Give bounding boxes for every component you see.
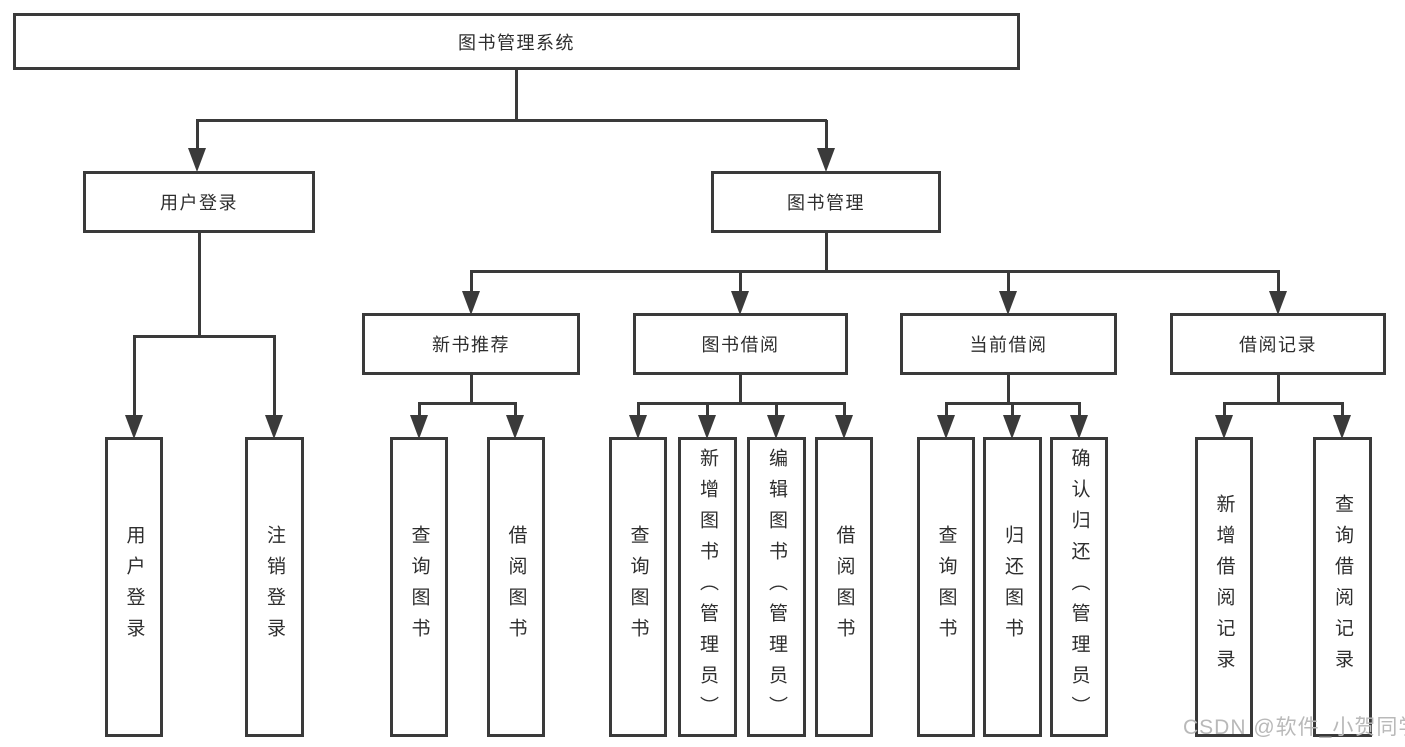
connector-line: [197, 233, 201, 338]
connector-line: [1010, 403, 1014, 419]
connector-line: [133, 334, 276, 338]
node-root-label: 图书管理系统: [458, 32, 575, 53]
node-current-borrowing-label: 当前借阅: [969, 335, 1048, 355]
arrow-down-icon: [1269, 291, 1287, 315]
arrow-down-icon: [1070, 415, 1088, 439]
leaf-borrow-books-recommend-label: 借阅图书: [505, 525, 527, 649]
leaf-query-borrow-record: 查询借阅记录: [1313, 437, 1372, 737]
connector-line: [470, 269, 1280, 273]
connector-line: [272, 336, 276, 419]
arrow-down-icon: [1003, 415, 1021, 439]
arrow-down-icon: [1215, 415, 1233, 439]
connector-line: [1223, 401, 1344, 405]
arrow-down-icon: [731, 291, 749, 315]
node-book-borrowing: 图书借阅: [633, 313, 848, 375]
connector-line: [774, 403, 778, 419]
connector-line: [469, 375, 473, 405]
arrow-down-icon: [835, 415, 853, 439]
leaf-edit-books-admin: 编辑图书（管理员）: [747, 437, 806, 737]
leaf-add-books-admin-label: 新增图书（管理员）: [697, 447, 718, 727]
connector-line: [1077, 403, 1081, 419]
connector-line: [705, 403, 709, 419]
leaf-confirm-return-admin: 确认归还（管理员）: [1050, 437, 1108, 737]
connector-line: [1006, 375, 1010, 405]
connector-line: [738, 375, 742, 405]
leaf-logout-label: 注销登录: [264, 525, 285, 649]
node-book-borrowing-label: 图书借阅: [701, 335, 780, 355]
arrow-down-icon: [999, 291, 1017, 315]
node-root: 图书管理系统: [13, 13, 1020, 70]
arrow-down-icon: [410, 415, 428, 439]
arrow-down-icon: [629, 415, 647, 439]
node-user-login-label: 用户登录: [160, 193, 238, 213]
connector-line: [195, 120, 199, 152]
leaf-user-login-label: 用户登录: [123, 525, 145, 649]
leaf-logout: 注销登录: [245, 437, 304, 737]
arrow-down-icon: [817, 148, 835, 172]
arrow-down-icon: [265, 415, 283, 439]
leaf-add-borrow-record: 新增借阅记录: [1195, 437, 1253, 737]
connector-line: [514, 70, 518, 121]
leaf-return-books: 归还图书: [983, 437, 1042, 737]
node-borrowing-records-label: 借阅记录: [1239, 335, 1317, 355]
connector-line: [842, 403, 846, 419]
connector-line: [1340, 403, 1344, 419]
connector-line: [636, 403, 640, 419]
arrow-down-icon: [506, 415, 524, 439]
arrow-down-icon: [698, 415, 716, 439]
leaf-confirm-return-admin-label: 确认归还（管理员）: [1068, 447, 1090, 727]
connector-line: [637, 401, 846, 405]
leaf-return-books-label: 归还图书: [1002, 525, 1023, 649]
leaf-edit-books-admin-label: 编辑图书（管理员）: [766, 447, 787, 727]
leaf-query-borrow-record-label: 查询借阅记录: [1332, 494, 1353, 680]
connector-line: [824, 120, 828, 152]
leaf-query-books-recommend: 查询图书: [390, 437, 448, 737]
leaf-query-books-borrowing-label: 查询图书: [627, 525, 649, 649]
connector-line: [824, 233, 828, 273]
node-new-book-recommend-label: 新书推荐: [432, 335, 510, 355]
connector-line: [1276, 375, 1280, 405]
connector-line: [469, 271, 473, 295]
connector-line: [1006, 271, 1010, 295]
connector-line: [1222, 403, 1226, 419]
node-user-login: 用户登录: [83, 171, 315, 233]
node-book-management-label: 图书管理: [787, 193, 865, 213]
leaf-user-login: 用户登录: [105, 437, 163, 737]
connector-line: [418, 401, 517, 405]
leaf-borrow-books-borrowing-label: 借阅图书: [833, 525, 855, 649]
connector-line: [1276, 271, 1280, 295]
connector-line: [132, 336, 136, 419]
leaf-query-books-recommend-label: 查询图书: [408, 525, 430, 649]
csdn-watermark: CSDN @软件_小贺同学: [1183, 716, 1405, 739]
connector-line: [944, 403, 948, 419]
arrow-down-icon: [767, 415, 785, 439]
node-current-borrowing: 当前借阅: [900, 313, 1117, 375]
leaf-query-books-current-label: 查询图书: [935, 525, 957, 649]
connector-line: [196, 118, 827, 122]
node-book-management: 图书管理: [711, 171, 941, 233]
arrow-down-icon: [125, 415, 143, 439]
leaf-add-borrow-record-label: 新增借阅记录: [1213, 494, 1235, 680]
arrow-down-icon: [937, 415, 955, 439]
arrow-down-icon: [462, 291, 480, 315]
connector-line: [417, 403, 421, 419]
node-borrowing-records: 借阅记录: [1170, 313, 1386, 375]
connector-line: [513, 403, 517, 419]
connector-line: [738, 271, 742, 295]
leaf-borrow-books-recommend: 借阅图书: [487, 437, 545, 737]
leaf-query-books-borrowing: 查询图书: [609, 437, 667, 737]
node-new-book-recommend: 新书推荐: [362, 313, 580, 375]
leaf-add-books-admin: 新增图书（管理员）: [678, 437, 737, 737]
leaf-borrow-books-borrowing: 借阅图书: [815, 437, 873, 737]
arrow-down-icon: [1333, 415, 1351, 439]
arrow-down-icon: [188, 148, 206, 172]
leaf-query-books-current: 查询图书: [917, 437, 975, 737]
